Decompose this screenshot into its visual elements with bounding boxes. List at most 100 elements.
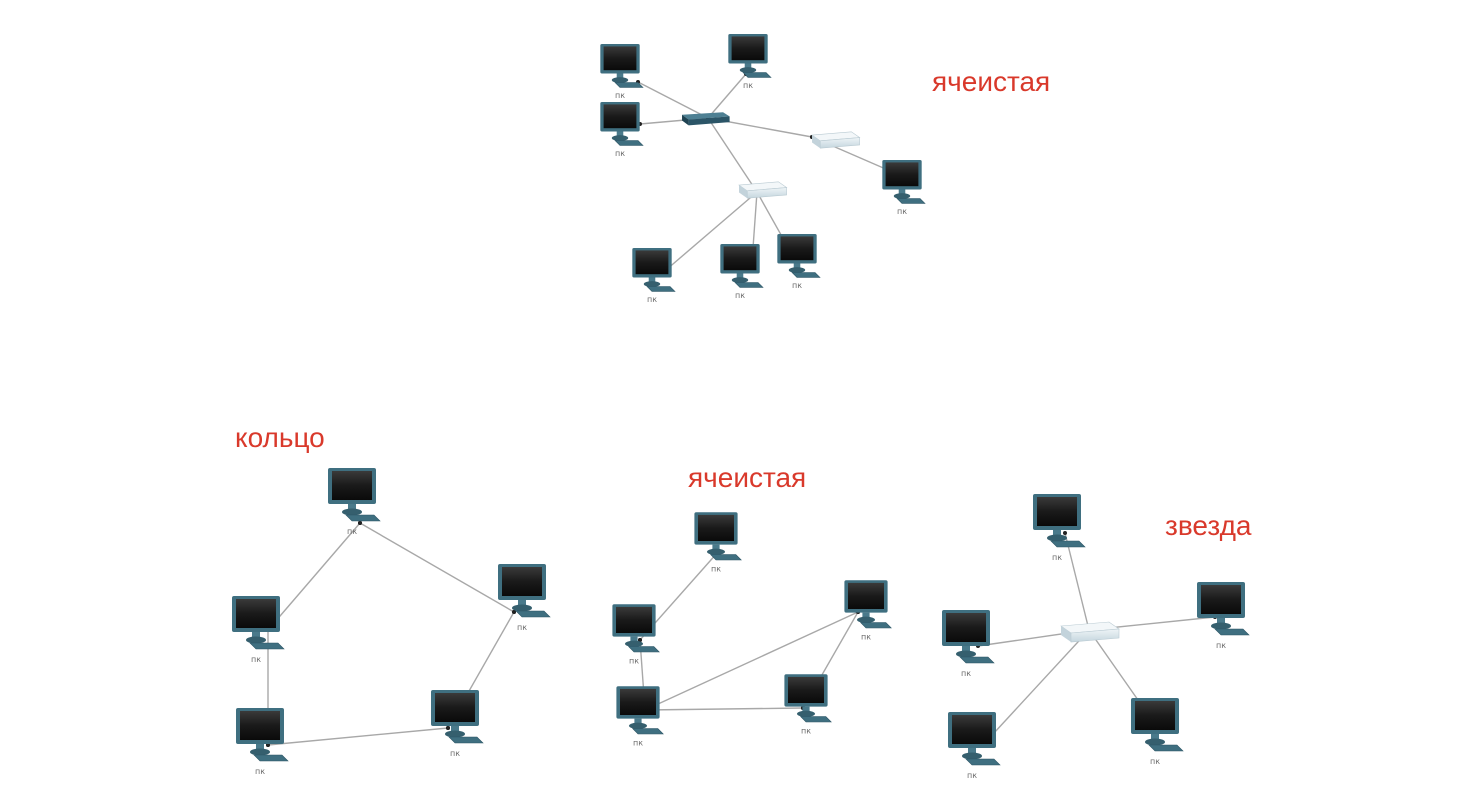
link-sw-hub2 [707,117,758,193]
link-endpoint [1063,531,1067,535]
keyboard [709,554,742,561]
monitor-base [962,752,982,760]
monitor-stand [712,544,720,550]
hub-side [1061,626,1071,642]
monitor-stand [518,600,526,606]
keyboard [249,642,285,650]
computer-icon: пк [632,247,676,304]
monitor-stand [451,726,459,732]
topology-label-ring: кольцо [235,422,325,453]
hub-side [739,185,748,199]
computer-icon: пк [1131,698,1184,766]
pc-caption: пк [967,771,977,780]
computer-icon: пк [498,564,551,632]
pc-caption: пк [801,727,811,736]
monitor-screen [1201,585,1241,614]
monitor-base [1145,738,1165,746]
monitor-screen [731,36,765,61]
monitor-stand [802,706,810,712]
monitor-screen [240,711,280,740]
monitor-screen [946,613,986,642]
topology-label-star: звезда [1165,510,1252,541]
keyboard [799,716,832,723]
monitor-screen [848,582,884,609]
monitor-base [893,193,911,199]
monitor-screen [332,471,372,500]
computer-icon: пк [948,712,1001,780]
keyboard [1050,540,1086,548]
monitor-base [707,548,725,555]
keyboard [734,282,764,288]
monitor-stand [630,636,638,642]
pc-caption: пк [647,295,657,304]
monitor-screen [435,693,475,722]
pc-caption: пк [961,669,971,678]
monitor-screen [952,715,992,744]
monitor-stand [744,63,752,69]
computer-icon: пк [784,674,832,736]
link-r1-r3 [359,522,515,613]
keyboard [742,72,772,78]
link-endpoint [638,638,642,642]
keyboard [448,736,484,744]
computer-icon: пк [616,686,664,748]
monitor-stand [898,189,906,195]
computer-icon: пк [720,243,764,300]
pc-caption: пк [251,655,261,664]
monitor-base [246,636,266,644]
computer-icon: пк [612,604,660,666]
hub-side [812,135,821,149]
computer-icon: пк [600,43,644,100]
monitor-base [250,748,270,756]
monitor-stand [648,277,656,283]
keyboard [614,82,644,88]
pc-caption: пк [517,623,527,632]
computer-icon: пк [844,580,892,642]
keyboard [896,198,926,204]
keyboard [859,622,892,629]
pc-caption: пк [347,527,357,536]
keyboard [345,514,381,522]
link-r4-r5 [267,727,449,746]
computer-icon: пк [777,233,821,290]
monitor-screen [635,250,669,275]
pc-caption: пк [792,281,802,290]
keyboard [253,754,289,762]
monitor-base [1047,534,1067,542]
computer-icon: пк [882,159,926,216]
keyboard [646,286,676,292]
pc-caption: пк [255,767,265,776]
link-endpoint [446,726,450,730]
link-m4-m5 [644,707,804,711]
monitor-stand [252,632,260,638]
keyboard [631,728,664,735]
switch-side [682,114,689,126]
monitor-screen [698,514,734,541]
link-t2-sw [707,73,747,119]
switch-top [682,112,730,120]
keyboard [627,646,660,653]
computer-icon: пк [694,512,742,574]
link-r1-r2 [267,522,361,631]
monitor-screen [780,236,814,261]
monitor-base [611,135,629,141]
monitor-base [788,267,806,273]
monitor-stand [1217,618,1225,624]
pc-caption: пк [861,633,871,642]
keyboard [965,758,1001,766]
hub-front [819,137,860,149]
links-layer [266,72,1217,748]
monitor-stand [736,273,744,279]
monitor-screen [788,676,824,703]
computer-icon: пк [600,101,644,158]
monitor-base [731,277,749,283]
pc-caption: пк [633,739,643,748]
monitor-base [956,650,976,658]
monitor-stand [348,504,356,510]
switch-front [688,116,730,126]
